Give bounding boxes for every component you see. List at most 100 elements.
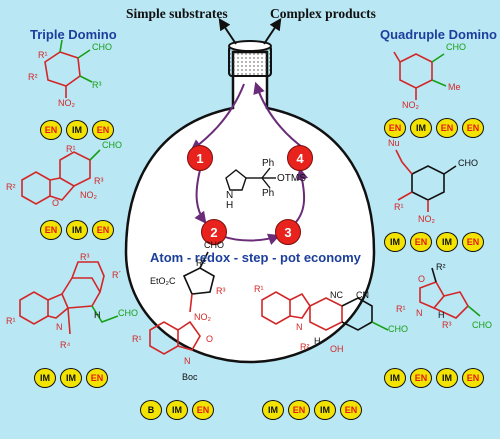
atom-label-t2: CHO xyxy=(102,140,122,150)
atom-label-q1: CHO xyxy=(446,42,466,52)
top-left-arrow xyxy=(218,18,237,45)
structure-t1 xyxy=(44,39,93,98)
atom-label-t1: CHO xyxy=(92,42,112,52)
structure-q1 xyxy=(393,51,447,100)
atom-label-q1: NO₂ xyxy=(402,100,419,110)
badge-b: B xyxy=(140,400,162,420)
catalyst-structure xyxy=(225,167,276,191)
atom-label-b1: R´ xyxy=(112,270,122,280)
quadruple-domino-title: Quadruple Domino xyxy=(380,27,497,42)
atom-label-q2: R¹ xyxy=(394,202,404,212)
atom-label-b4: R³ xyxy=(442,320,452,330)
atom-label-b3: R² xyxy=(300,342,310,352)
structure-q2 xyxy=(395,149,457,212)
badge-im: IM xyxy=(384,232,406,252)
atom-label-b4: O xyxy=(418,274,426,284)
atom-label-b2: Boc xyxy=(182,372,198,382)
atom-label-t2: R¹ xyxy=(66,144,76,154)
badge-im: IM xyxy=(384,368,406,388)
atom-label-b4: R¹ xyxy=(396,304,406,314)
badge-im: IM xyxy=(436,232,458,252)
badge-en: EN xyxy=(340,400,362,420)
badge-im: IM xyxy=(314,400,336,420)
badge-im: IM xyxy=(262,400,284,420)
atom-label-t1: R¹ xyxy=(38,50,48,60)
economy-label: Atom - redox - step - pot economy xyxy=(150,250,361,265)
top-right-arrow xyxy=(263,18,282,45)
badge-en: EN xyxy=(384,118,406,138)
atom-label-b2: EtO₂C xyxy=(150,276,176,286)
badge-im: IM xyxy=(410,118,432,138)
flask xyxy=(124,40,376,364)
atom-label-q2: CHO xyxy=(458,158,478,168)
badge-en: EN xyxy=(462,368,484,388)
badge-en: EN xyxy=(192,400,214,420)
atom-label-b1: R¹ xyxy=(6,316,16,326)
badge-en: EN xyxy=(40,120,62,140)
badge-im: IM xyxy=(34,368,56,388)
atom-label-b2: NO₂ xyxy=(194,312,211,322)
atom-label-b1: H xyxy=(94,310,101,320)
complex-products-label: Complex products xyxy=(270,6,376,21)
cycle-step-4: 4 xyxy=(287,145,313,171)
atom-label-b3: CN xyxy=(356,290,369,300)
simple-substrates-label: Simple substrates xyxy=(126,6,228,21)
badge-im: IM xyxy=(66,120,88,140)
atom-label-b2: O xyxy=(206,334,214,344)
badge-en: EN xyxy=(436,118,458,138)
atom-label-b1: R³ xyxy=(80,252,90,262)
atom-label-b3: CHO xyxy=(388,324,408,334)
atom-label-b2: R¹ xyxy=(132,334,142,344)
atom-label-q1: Me xyxy=(448,82,461,92)
badge-im: IM xyxy=(60,368,82,388)
atom-label-b1: CHO xyxy=(118,308,138,318)
badge-im: IM xyxy=(66,220,88,240)
structure-t2 xyxy=(21,149,101,205)
badge-im: IM xyxy=(436,368,458,388)
catalytic-cycle-arrows xyxy=(194,167,309,245)
structure-b1 xyxy=(19,261,119,335)
atom-label-t1: R² xyxy=(28,72,38,82)
atom-label-b4: R² xyxy=(436,262,446,272)
atom-label-b3: N xyxy=(296,322,303,332)
atom-label-b3: NC xyxy=(330,290,343,300)
atom-label-b3: OH xyxy=(330,344,344,354)
badge-en: EN xyxy=(462,232,484,252)
atom-label-t2: R³ xyxy=(94,176,104,186)
catalyst-ph-top: Ph xyxy=(262,158,275,169)
cycle-step-1: 1 xyxy=(187,145,213,171)
atom-label-b4: N xyxy=(416,308,423,318)
cycle-step-2: 2 xyxy=(201,219,227,245)
cycle-step-3: 3 xyxy=(275,219,301,245)
atom-label-q2: NO₂ xyxy=(418,214,435,224)
atom-label-b1: N xyxy=(56,322,63,332)
atom-label-b2: R² xyxy=(196,258,206,268)
catalyst-ph-bottom: Ph xyxy=(262,188,275,199)
structure-b3 xyxy=(261,291,389,331)
structure-b2 xyxy=(149,251,215,355)
structure-b4 xyxy=(419,267,481,319)
badge-en: EN xyxy=(86,368,108,388)
catalyst-h: H xyxy=(226,200,234,211)
triple-domino-title: Triple Domino xyxy=(30,27,117,42)
badge-en: EN xyxy=(288,400,310,420)
catalyst-otms: OTMS xyxy=(277,173,306,184)
atom-label-b3: R¹ xyxy=(254,284,264,294)
badge-en: EN xyxy=(410,232,432,252)
badge-im: IM xyxy=(166,400,188,420)
badge-en: EN xyxy=(40,220,62,240)
atom-label-q2: Nu xyxy=(388,138,400,148)
badge-en: EN xyxy=(92,220,114,240)
atom-label-b2: CHO xyxy=(204,240,224,250)
atom-label-t1: R³ xyxy=(92,80,102,90)
atom-label-t2: NO₂ xyxy=(80,190,97,200)
badge-en: EN xyxy=(462,118,484,138)
badge-en: EN xyxy=(92,120,114,140)
atom-label-b3: H xyxy=(314,336,321,346)
catalyst-n: N xyxy=(226,190,234,201)
atom-label-b2: R³ xyxy=(216,286,226,296)
atom-label-t2: R² xyxy=(6,182,16,192)
atom-label-b2: N xyxy=(184,356,191,366)
